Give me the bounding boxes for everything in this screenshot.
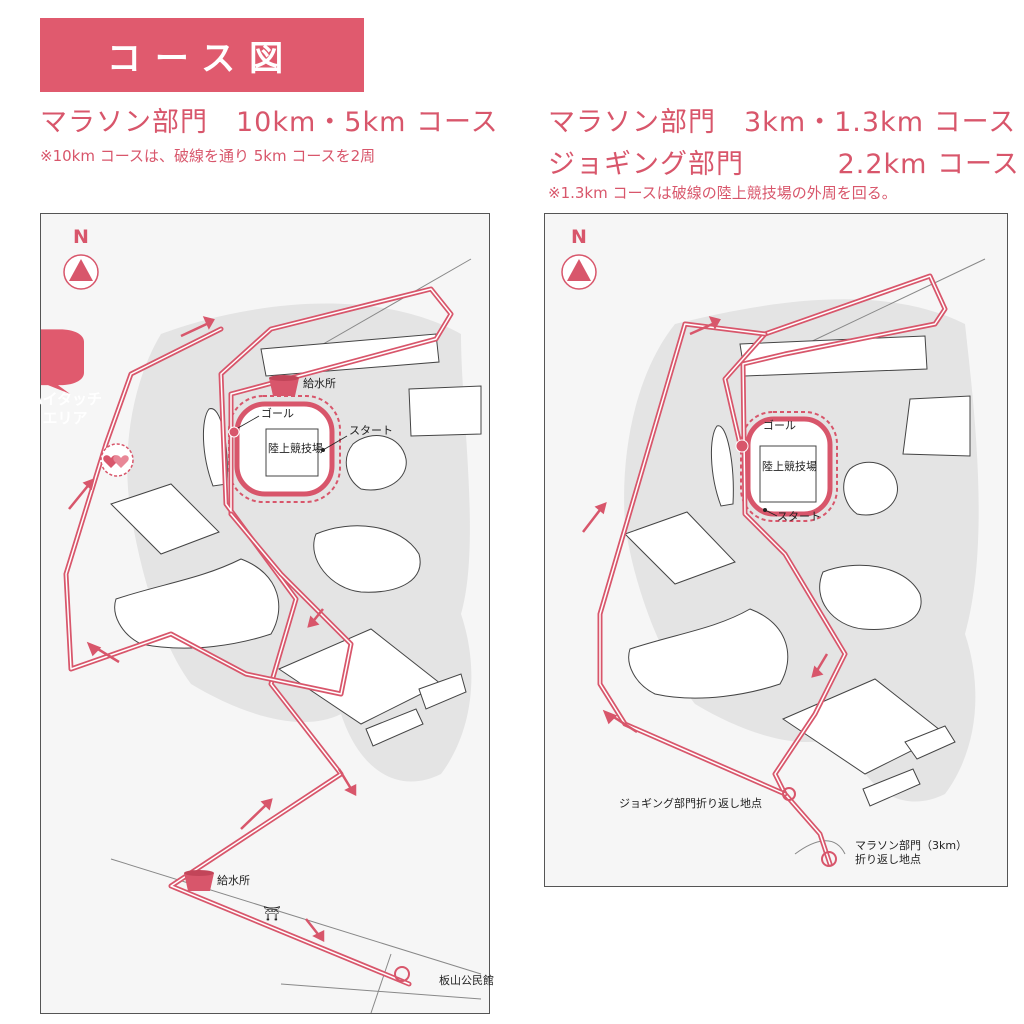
stadium-label: 陸上競技場 bbox=[268, 442, 323, 455]
water-cup-icon bbox=[269, 378, 299, 396]
left-course-heading: マラソン部門 10km・5km コース bbox=[40, 107, 499, 138]
jogging-turnaround-label: ジョギング部門折り返し地点 bbox=[619, 797, 762, 810]
jogging-turnaround-marker bbox=[782, 787, 796, 801]
north-label: N bbox=[571, 226, 587, 248]
plot-center bbox=[819, 564, 922, 630]
stadium-label: 陸上競技場 bbox=[762, 460, 817, 473]
marathon-turnaround-marker bbox=[821, 851, 837, 867]
high-touch-label-2: エリア bbox=[42, 409, 88, 427]
high-touch-area-callout: ハイタッチ エリア bbox=[13, 384, 117, 440]
north-arrow-icon bbox=[567, 259, 591, 281]
start-label: スタート bbox=[349, 424, 393, 437]
marathon-turnaround-label-1: マラソン部門（3km） bbox=[855, 839, 968, 852]
right-course-note: ※1.3km コースは破線の陸上競技場の外周を回る。 bbox=[548, 184, 897, 202]
building-east bbox=[408, 385, 482, 437]
title-banner: コース図 bbox=[40, 18, 364, 92]
high-touch-label-1: ハイタッチ bbox=[27, 390, 103, 408]
building-small-2 bbox=[365, 708, 424, 747]
stand-west bbox=[710, 425, 734, 507]
left-map-graphic bbox=[41, 254, 482, 1013]
building-north bbox=[260, 333, 440, 377]
marathon-turnaround-label-2: 折り返し地点 bbox=[855, 852, 921, 866]
goal-marker bbox=[228, 426, 240, 438]
north-indicator: N bbox=[559, 226, 599, 248]
pond bbox=[114, 558, 280, 649]
page-title: コース図 bbox=[106, 38, 298, 79]
right-course-map: N ゴール 陸上競技場 スタート ジョギング部門折り返し地点 マラソン部門（3k… bbox=[544, 213, 1008, 887]
community-hall-label: 板山公民館 bbox=[439, 974, 494, 987]
pond bbox=[628, 608, 789, 699]
start-label: スタート bbox=[777, 510, 821, 523]
direction-arrow bbox=[240, 801, 270, 830]
water-cup-icon bbox=[184, 873, 214, 891]
plot-east bbox=[345, 435, 407, 491]
north-label: N bbox=[73, 226, 89, 248]
building-small-1 bbox=[418, 673, 467, 710]
water-station-label-1: 給水所 bbox=[303, 377, 336, 390]
right-course-heading-jogging: ジョギング部門 2.2km コース bbox=[548, 149, 1020, 180]
north-indicator: N bbox=[61, 226, 101, 248]
right-course-heading-marathon: マラソン部門 3km・1.3km コース bbox=[548, 107, 1017, 138]
shrine-icon: ⛩ bbox=[263, 906, 281, 922]
plot-center bbox=[313, 525, 421, 593]
building-small-1 bbox=[904, 725, 956, 760]
marathon-turnaround-label: マラソン部門（3km） 折り返し地点 bbox=[855, 839, 967, 867]
building-small-2 bbox=[862, 768, 921, 807]
stadium-field bbox=[265, 428, 319, 477]
right-map-graphic bbox=[561, 254, 986, 867]
goal-label: ゴール bbox=[261, 407, 294, 420]
high-touch-bubble bbox=[41, 329, 84, 394]
stadium-field bbox=[759, 445, 817, 503]
plot-east bbox=[843, 461, 898, 516]
direction-arrow bbox=[180, 320, 212, 338]
water-station-label-2: 給水所 bbox=[217, 874, 250, 887]
north-arrow-icon bbox=[69, 259, 93, 281]
stadium-dashed-route bbox=[740, 411, 838, 522]
plot-west bbox=[110, 483, 220, 555]
left-course-map: N ハイタッチ エリア 給水所 ゴール スタート 陸上競技場 給水所 ⛩ 板山公… bbox=[28, 213, 494, 1014]
left-course-note: ※10km コースは、破線を通り 5km コースを2周 bbox=[40, 147, 376, 165]
goal-label: ゴール bbox=[763, 419, 796, 432]
building-east bbox=[902, 395, 971, 457]
start-pointer bbox=[322, 435, 348, 451]
goal-marker bbox=[735, 439, 749, 453]
plot-west bbox=[624, 511, 736, 585]
turnaround-loop bbox=[394, 966, 410, 982]
